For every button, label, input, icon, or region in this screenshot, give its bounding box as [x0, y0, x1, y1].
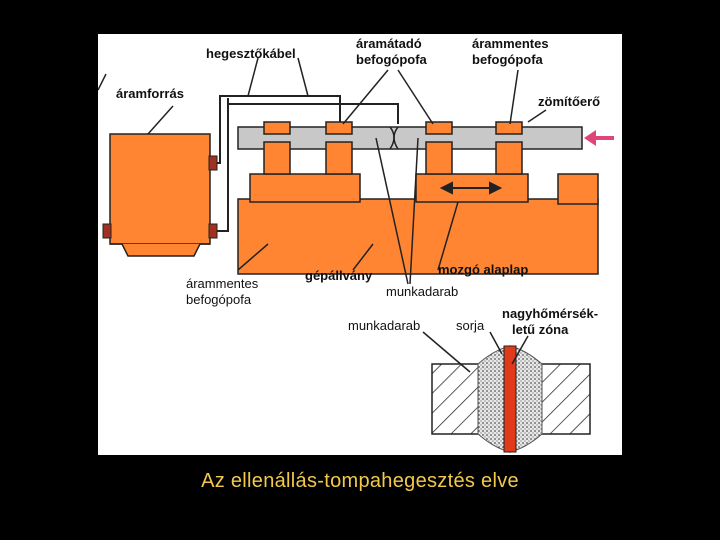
clamp-right-outer [495, 121, 523, 175]
label-sorja: sorja [456, 318, 485, 333]
weld-cross-section [431, 345, 591, 453]
label-gepallvany: gépállvány [305, 268, 373, 283]
label-nagyho-2: letű zóna [512, 322, 569, 337]
labels: hegesztőkábel áramátadó befogópofa áramm… [116, 36, 600, 337]
slide-caption: Az ellenállás-tompahegesztés elve [201, 470, 519, 492]
clamp-left-outer [263, 121, 291, 175]
diagram-svg: hegesztőkábel áramátadó befogópofa áramm… [97, 36, 614, 453]
fixed-platform [249, 173, 361, 203]
leader-lines [97, 57, 547, 285]
double-arrow-icon [439, 181, 503, 195]
frame-end-block [557, 173, 599, 205]
clamp-right-inner [425, 121, 453, 175]
label-aramatado-1: áramátadó [356, 36, 422, 51]
label-munkadarab-1: munkadarab [386, 284, 458, 299]
clamp-left-inner [325, 121, 353, 175]
machine-frame [237, 198, 599, 275]
label-zomitoero: zömítőerő [538, 94, 600, 109]
label-hegesztokabel: hegesztőkábel [206, 46, 296, 61]
label-nagyho-1: nagyhőmérsék- [502, 306, 598, 321]
diagram-panel: hegesztőkábel áramátadó befogópofa áramm… [97, 34, 622, 455]
cross-section-leaders [422, 331, 529, 373]
force-arrow-icon [584, 130, 614, 146]
label-arammentes-bottom-2: befogópofa [186, 292, 252, 307]
label-aramforras: áramforrás [116, 86, 184, 101]
power-source [102, 133, 218, 257]
label-aramatado-2: befogópofa [356, 52, 428, 67]
welding-cables [217, 95, 399, 232]
label-munkadarab-2: munkadarab [348, 318, 420, 333]
heat-zone-core [503, 345, 517, 453]
label-arammentes-top-1: árammentes [472, 36, 549, 51]
label-arammentes-bottom-1: árammentes [186, 276, 259, 291]
label-mozgo-alaplap: mozgó alaplap [438, 262, 528, 277]
label-arammentes-top-2: befogópofa [472, 52, 544, 67]
